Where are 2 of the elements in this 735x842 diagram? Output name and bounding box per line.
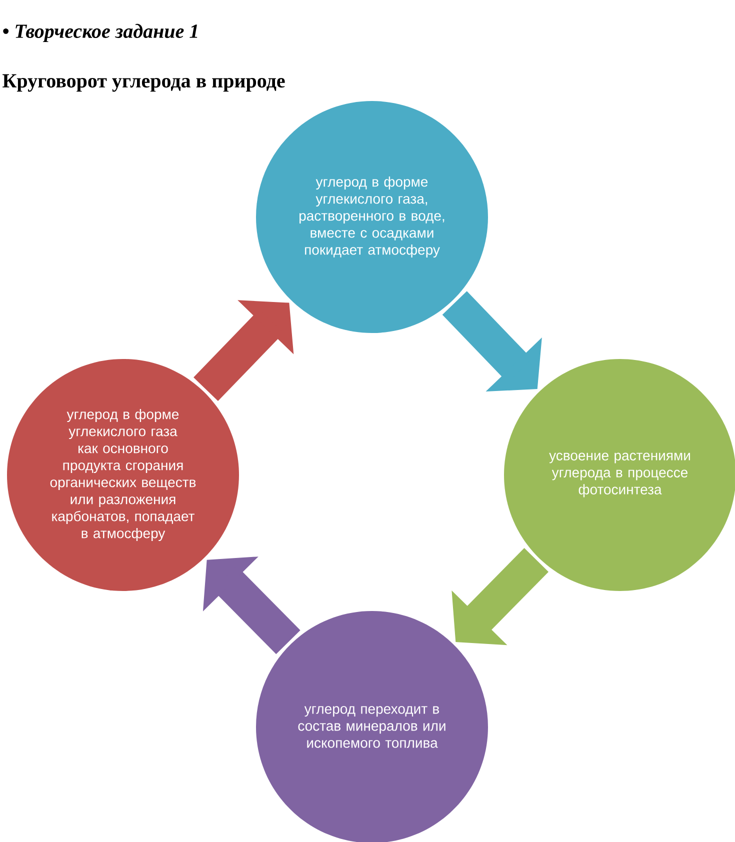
task-heading: • Творческое задание 1: [3, 24, 198, 42]
title: Круговорот углерода в природе: [2, 74, 285, 92]
